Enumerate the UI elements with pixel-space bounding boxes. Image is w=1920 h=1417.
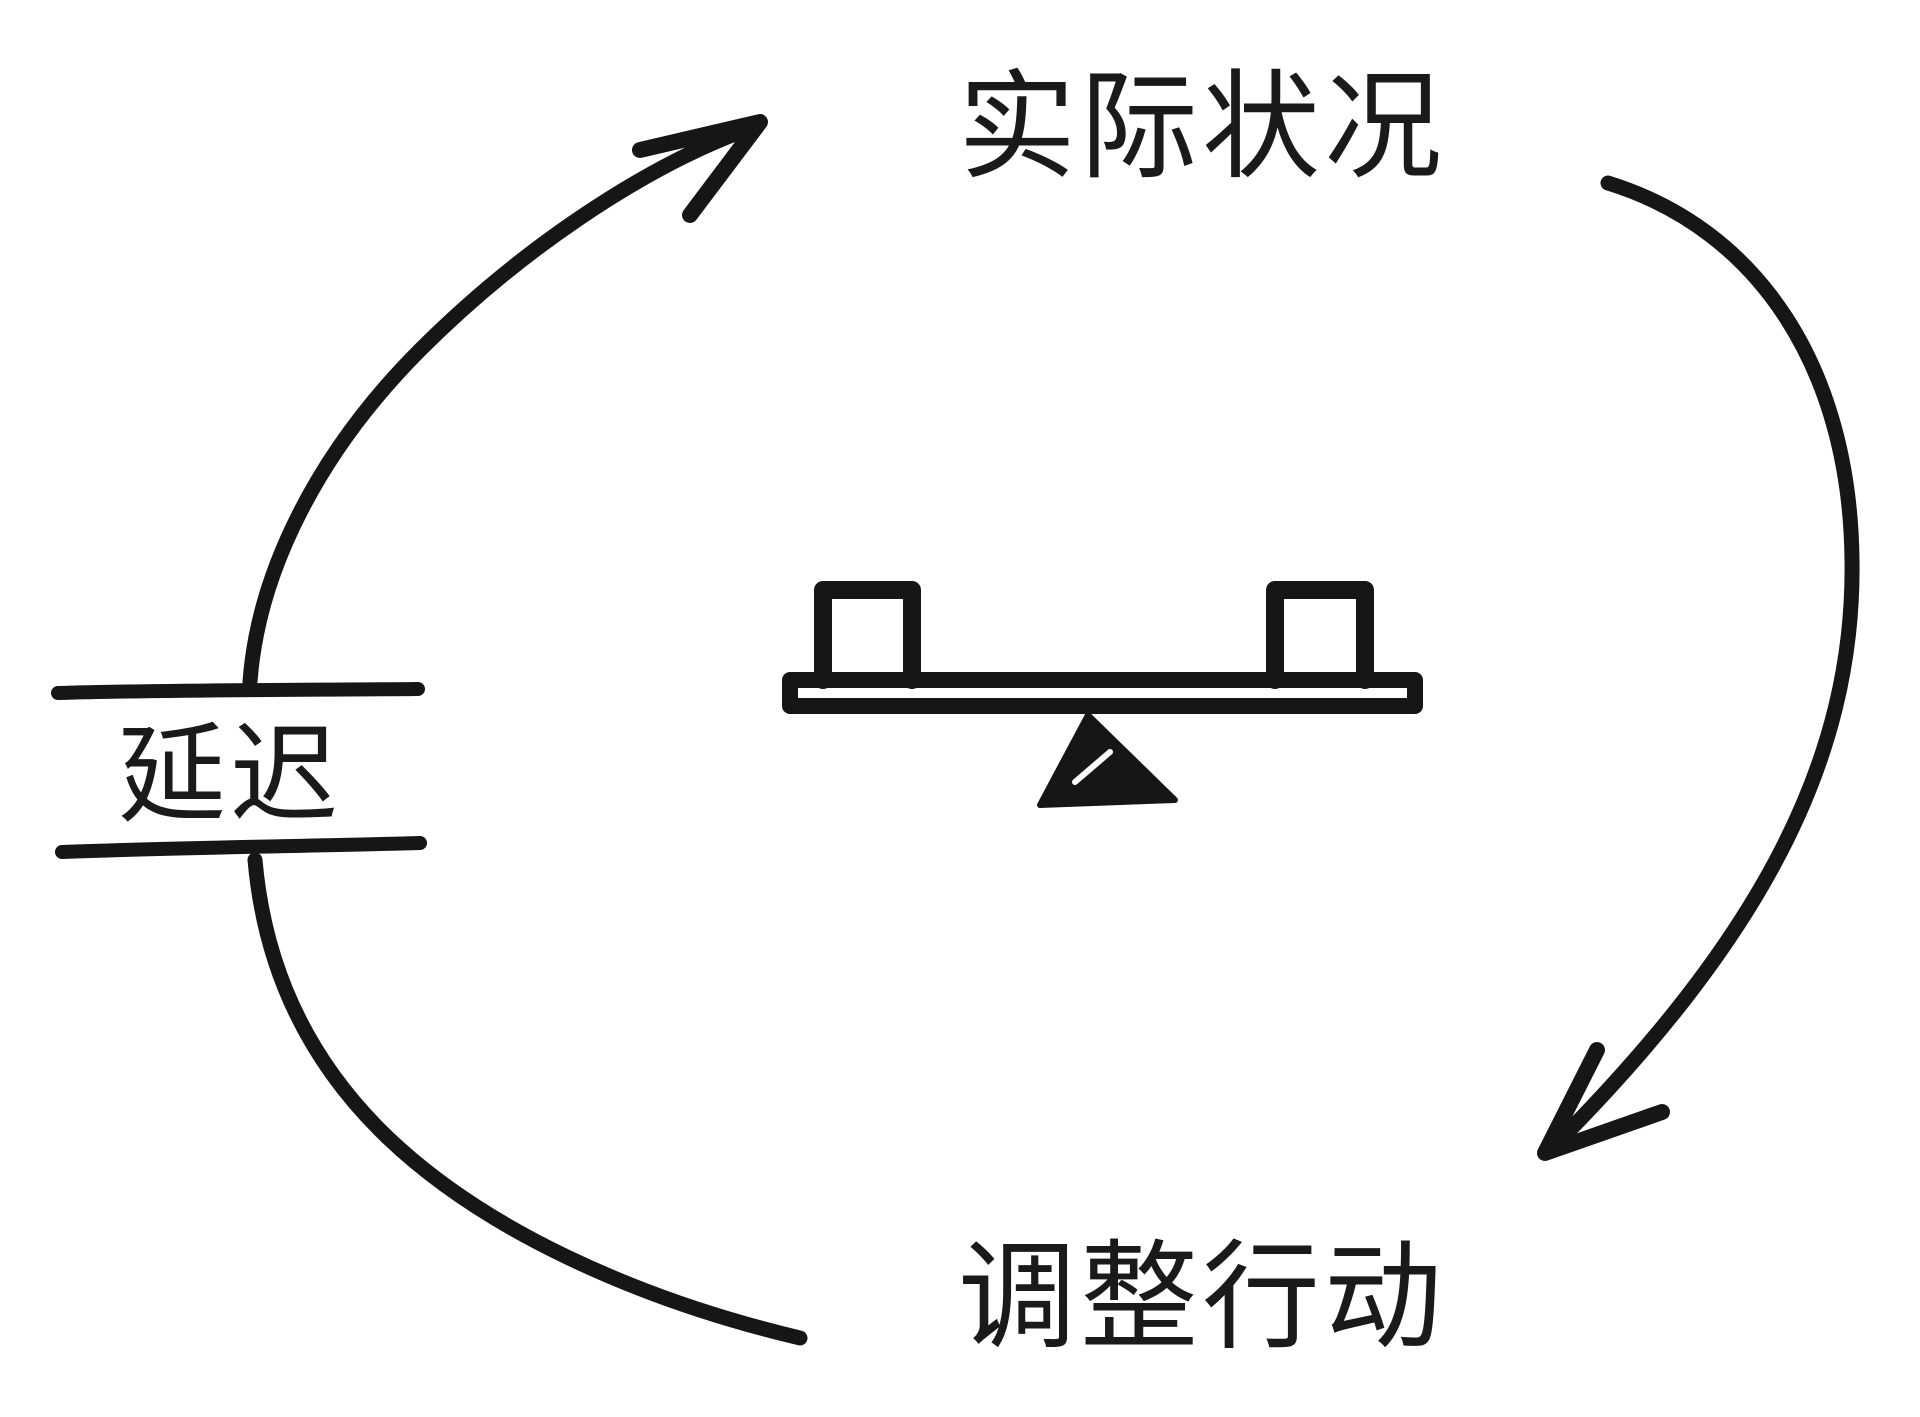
delay-bar-bottom — [55, 836, 427, 859]
arrowhead-top-icon — [632, 114, 768, 223]
delay-bar-top — [51, 682, 425, 700]
node-label-actual-situation: 实际状况 — [958, 58, 1447, 196]
loop-arc-right — [1542, 175, 1860, 1158]
loop-arc-left-lower — [247, 852, 808, 1346]
node-label-adjust-action: 调整行动 — [958, 1228, 1447, 1366]
balance-scale-icon — [782, 581, 1423, 808]
arrowhead-bottom-icon — [1537, 1042, 1670, 1161]
delay-label: 延迟 — [118, 713, 343, 838]
loop-arc-left-upper — [242, 124, 748, 690]
